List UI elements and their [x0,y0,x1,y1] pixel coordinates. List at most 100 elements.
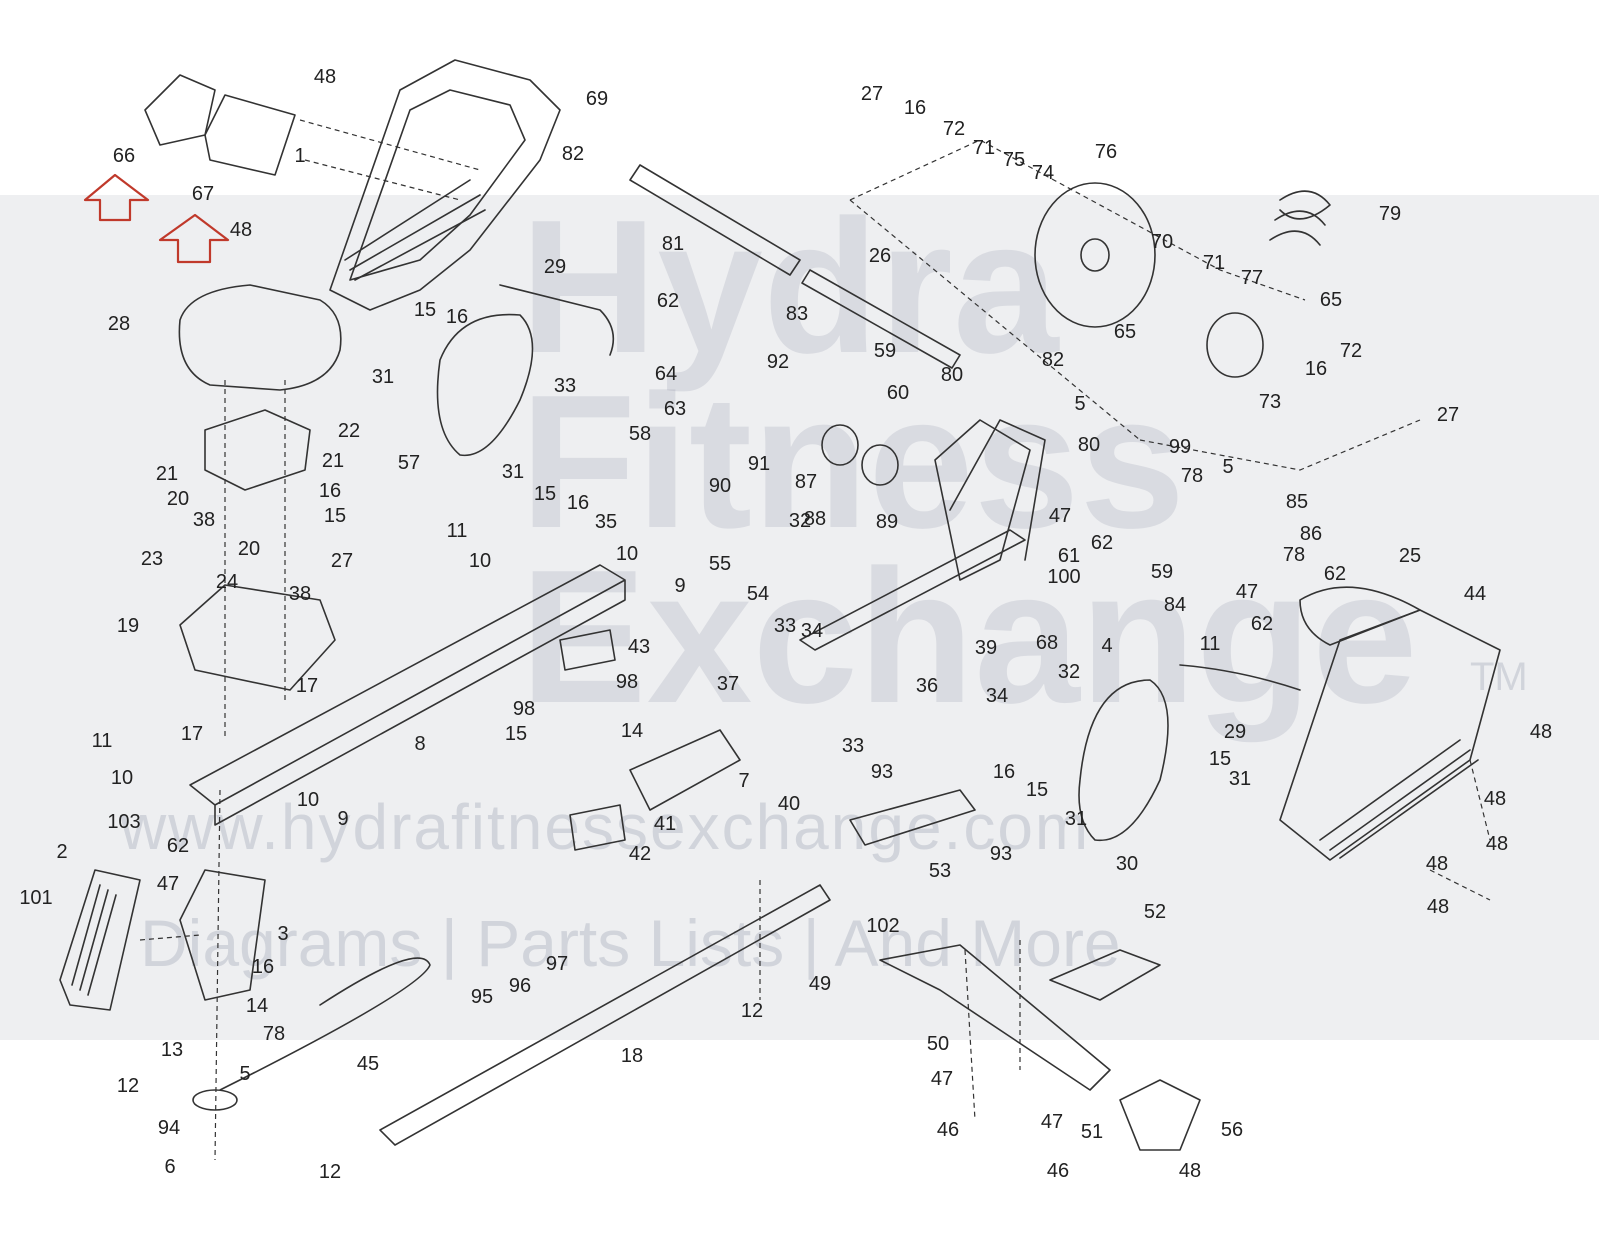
callout-5: 5 [239,1063,250,1085]
callout-82: 82 [1042,349,1064,371]
callout-48: 48 [1530,721,1552,743]
rear-foot-52 [1049,949,1161,1001]
callout-10: 10 [111,767,133,789]
callout-55: 55 [709,553,731,575]
callout-31: 31 [502,461,524,483]
display-panel-66 [144,74,216,146]
rear-cap-25 [1299,586,1421,646]
callout-46: 46 [937,1119,959,1141]
callout-102: 102 [866,915,899,937]
callout-10: 10 [469,550,491,572]
callout-34: 34 [986,685,1008,707]
rear-leveler-56 [1119,1079,1201,1151]
watermark-band [0,195,1599,1040]
callout-31: 31 [1229,768,1251,790]
watermark-logo-line-1: Hydra [520,181,1059,393]
callout-40: 40 [778,793,800,815]
callout-15: 15 [1026,779,1048,801]
callout-47: 47 [1041,1111,1063,1133]
rear-foot-49-50 [879,944,1111,1091]
plate-43 [559,629,616,671]
callout-99: 99 [1169,436,1191,458]
assembly-leader-13 [1469,759,1491,841]
flywheel-hub [1080,238,1110,272]
callout-84: 84 [1164,594,1186,616]
callout-15: 15 [324,505,346,527]
callout-62: 62 [1251,613,1273,635]
callout-23: 23 [141,548,163,570]
assembly-leader-2 [849,199,1141,441]
callout-59: 59 [874,340,896,362]
callout-69: 69 [586,88,608,110]
callout-47: 47 [931,1068,953,1090]
callout-82: 82 [562,143,584,165]
callout-16: 16 [252,956,274,978]
callout-30: 30 [1116,853,1138,875]
watermark-tagline: Diagrams | Parts Lists | And More [140,906,1121,980]
callout-63: 63 [664,398,686,420]
callout-78: 78 [1181,465,1203,487]
stabilizer-41 [629,729,741,811]
callout-15: 15 [1209,748,1231,770]
pulley-60-a [821,424,859,466]
callout-14: 14 [621,720,643,742]
callout-76: 76 [1095,141,1117,163]
callout-93: 93 [871,761,893,783]
callout-53: 53 [929,860,951,882]
callout-100: 100 [1047,566,1080,588]
callout-12: 12 [117,1075,139,1097]
callout-29: 29 [544,256,566,278]
front-grille-101 [71,884,117,996]
strap-29-right [1179,664,1301,691]
callout-16: 16 [993,761,1015,783]
callout-37: 37 [717,673,739,695]
console-inner [349,89,526,281]
callout-62: 62 [657,290,679,312]
callout-91: 91 [748,453,770,475]
highlight-arrow-67 [158,213,230,264]
main-frame [799,419,1046,651]
callout-27: 27 [861,83,883,105]
callout-98: 98 [513,698,535,720]
callout-15: 15 [414,299,436,321]
callout-2: 2 [56,841,67,863]
callout-24: 24 [216,571,238,593]
callout-11: 11 [92,730,113,752]
callout-48: 48 [1484,788,1506,810]
callout-62: 62 [1324,563,1346,585]
callout-81: 81 [662,233,684,255]
flywheel-76 [1034,182,1156,328]
callout-15: 15 [505,723,527,745]
watermark-logo-line-2: Fitness [520,355,1186,568]
callout-5: 5 [1222,456,1233,478]
callout-58: 58 [629,423,651,445]
callout-78: 78 [263,1023,285,1045]
stabilizer-53 [849,789,976,846]
callout-39: 39 [975,637,997,659]
callout-20: 20 [167,488,189,510]
callout-95: 95 [471,986,493,1008]
callout-54: 54 [747,583,769,605]
front-cover-2 [59,869,141,1011]
pedal-left-57 [436,313,534,457]
callout-4: 4 [1101,635,1112,657]
watermark-logo-line-3: Exchange [520,530,1418,743]
callout-77: 77 [1241,267,1263,289]
callout-94: 94 [158,1117,180,1139]
callout-7: 7 [738,770,749,792]
callout-92: 92 [767,351,789,373]
console-grille [344,179,486,281]
magnet-77 [1206,312,1264,378]
rear-shroud-grille [1319,739,1479,859]
callout-52: 52 [1144,901,1166,923]
callout-13: 13 [161,1039,183,1061]
callout-33: 33 [842,735,864,757]
front-bracket-3 [179,869,266,1001]
callout-74: 74 [1032,162,1054,184]
callout-31: 31 [372,366,394,388]
callout-48: 48 [314,66,336,88]
callout-42: 42 [629,843,651,865]
callout-48: 48 [230,219,252,241]
callout-17: 17 [296,675,318,697]
